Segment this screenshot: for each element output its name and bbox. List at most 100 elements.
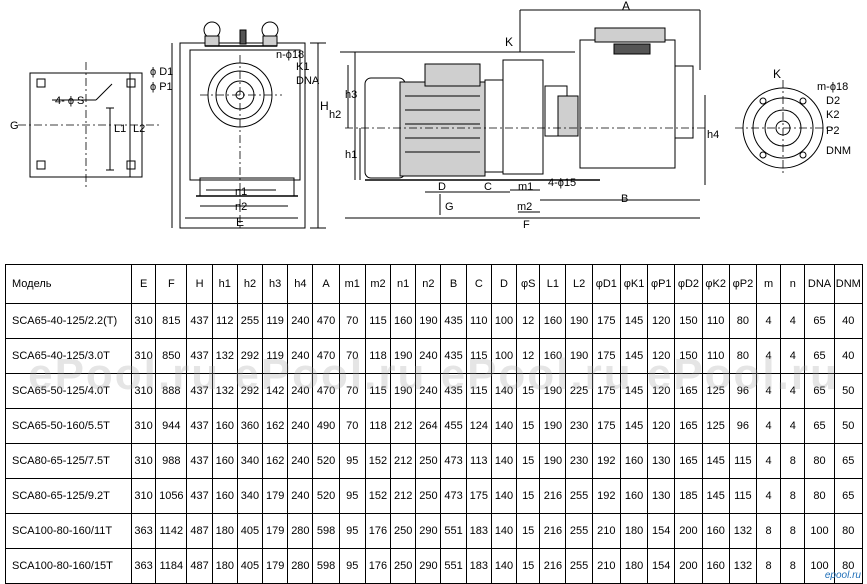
value-cell: 4	[755, 478, 782, 514]
label-G-side: G	[445, 201, 454, 213]
value-cell: 4	[755, 373, 782, 409]
label-B: B	[621, 193, 628, 205]
value-cell: 15	[516, 408, 541, 444]
value-cell: 70	[338, 373, 366, 409]
value-cell: 115	[728, 478, 758, 514]
value-cell: 12	[516, 303, 541, 339]
corner-watermark: epool.ru	[824, 570, 861, 581]
value-cell: 4	[755, 338, 782, 374]
value-cell: 455	[440, 408, 467, 444]
header-cell: H	[186, 264, 213, 304]
header-cell: n2	[415, 264, 442, 304]
model-cell: SCA65-40-125/3.0T	[4, 338, 133, 374]
header-cell: φP2	[728, 264, 758, 304]
label-n-phi18: n-ϕ18	[276, 49, 304, 61]
value-cell: 100	[490, 338, 518, 374]
label-n1: n1	[235, 186, 247, 198]
header-cell: φD1	[591, 264, 621, 304]
value-cell: 487	[186, 513, 213, 549]
value-cell: 130	[647, 443, 676, 479]
value-cell: 4	[755, 408, 782, 444]
value-cell: 240	[287, 303, 314, 339]
value-cell: 520	[312, 478, 340, 514]
value-cell: 179	[262, 513, 289, 549]
value-cell: 888	[155, 373, 188, 409]
value-cell: 310	[131, 443, 157, 479]
value-cell: 95	[338, 513, 366, 549]
value-cell: 190	[390, 373, 417, 409]
value-cell: 255	[236, 303, 264, 339]
value-cell: 290	[415, 513, 442, 549]
value-cell: 815	[155, 303, 188, 339]
value-cell: 470	[312, 303, 340, 339]
value-cell: 12	[516, 338, 541, 374]
value-cell: 180	[211, 513, 238, 549]
label-h2: h2	[329, 109, 341, 121]
value-cell: 152	[364, 443, 392, 479]
value-cell: 255	[565, 478, 593, 514]
value-cell: 175	[591, 338, 621, 374]
value-cell: 160	[390, 303, 417, 339]
value-cell: 100	[804, 513, 835, 549]
value-cell: 15	[516, 548, 541, 584]
value-cell: 8	[755, 548, 782, 584]
value-cell: 80	[833, 548, 864, 584]
value-cell: 165	[674, 408, 703, 444]
value-cell: 250	[415, 478, 442, 514]
value-cell: 437	[186, 373, 213, 409]
header-cell: n	[780, 264, 806, 304]
value-cell: 250	[390, 513, 417, 549]
value-cell: 65	[804, 338, 835, 374]
value-cell: 40	[833, 338, 864, 374]
value-cell: 162	[262, 408, 289, 444]
value-cell: 363	[131, 548, 157, 584]
value-cell: 150	[674, 303, 703, 339]
value-cell: 292	[236, 338, 264, 374]
value-cell: 192	[591, 443, 621, 479]
header-cell: h4	[287, 264, 314, 304]
value-cell: 200	[674, 513, 703, 549]
value-cell: 115	[465, 338, 492, 374]
value-cell: 1056	[155, 478, 188, 514]
label-L1: L1	[114, 123, 126, 135]
value-cell: 8	[780, 443, 806, 479]
pump-side-view: A K h3 h2 h1 D C m1 4-ϕ15 G m2 F B h4	[329, 0, 719, 231]
value-cell: 598	[312, 548, 340, 584]
value-cell: 179	[262, 478, 289, 514]
value-cell: 145	[619, 338, 649, 374]
header-cell: n1	[390, 264, 417, 304]
header-cell: L2	[565, 264, 593, 304]
outlet-flange-view: K m-ϕ18 D2 K2 P2 DNM	[735, 67, 851, 176]
value-cell: 190	[565, 303, 593, 339]
value-cell: 179	[262, 548, 289, 584]
header-cell: B	[440, 264, 467, 304]
value-cell: 152	[364, 478, 392, 514]
value-cell: 8	[755, 513, 782, 549]
value-cell: 113	[465, 443, 492, 479]
label-DNM: DNM	[826, 145, 851, 157]
value-cell: 551	[440, 548, 467, 584]
value-cell: 95	[338, 548, 366, 584]
value-cell: 190	[390, 338, 417, 374]
value-cell: 95	[338, 443, 366, 479]
label-n2: n2	[235, 201, 247, 213]
value-cell: 140	[490, 548, 518, 584]
value-cell: 8	[780, 548, 806, 584]
value-cell: 65	[804, 373, 835, 409]
value-cell: 437	[186, 408, 213, 444]
value-cell: 1142	[155, 513, 188, 549]
value-cell: 8	[780, 478, 806, 514]
value-cell: 50	[833, 373, 864, 409]
value-cell: 435	[440, 373, 467, 409]
value-cell: 110	[465, 303, 492, 339]
value-cell: 4	[780, 373, 806, 409]
value-cell: 160	[539, 303, 567, 339]
model-cell: SCA80-65-125/7.5T	[4, 443, 133, 479]
header-cell: m1	[338, 264, 366, 304]
value-cell: 160	[619, 478, 649, 514]
value-cell: 145	[619, 373, 649, 409]
value-cell: 192	[591, 478, 621, 514]
